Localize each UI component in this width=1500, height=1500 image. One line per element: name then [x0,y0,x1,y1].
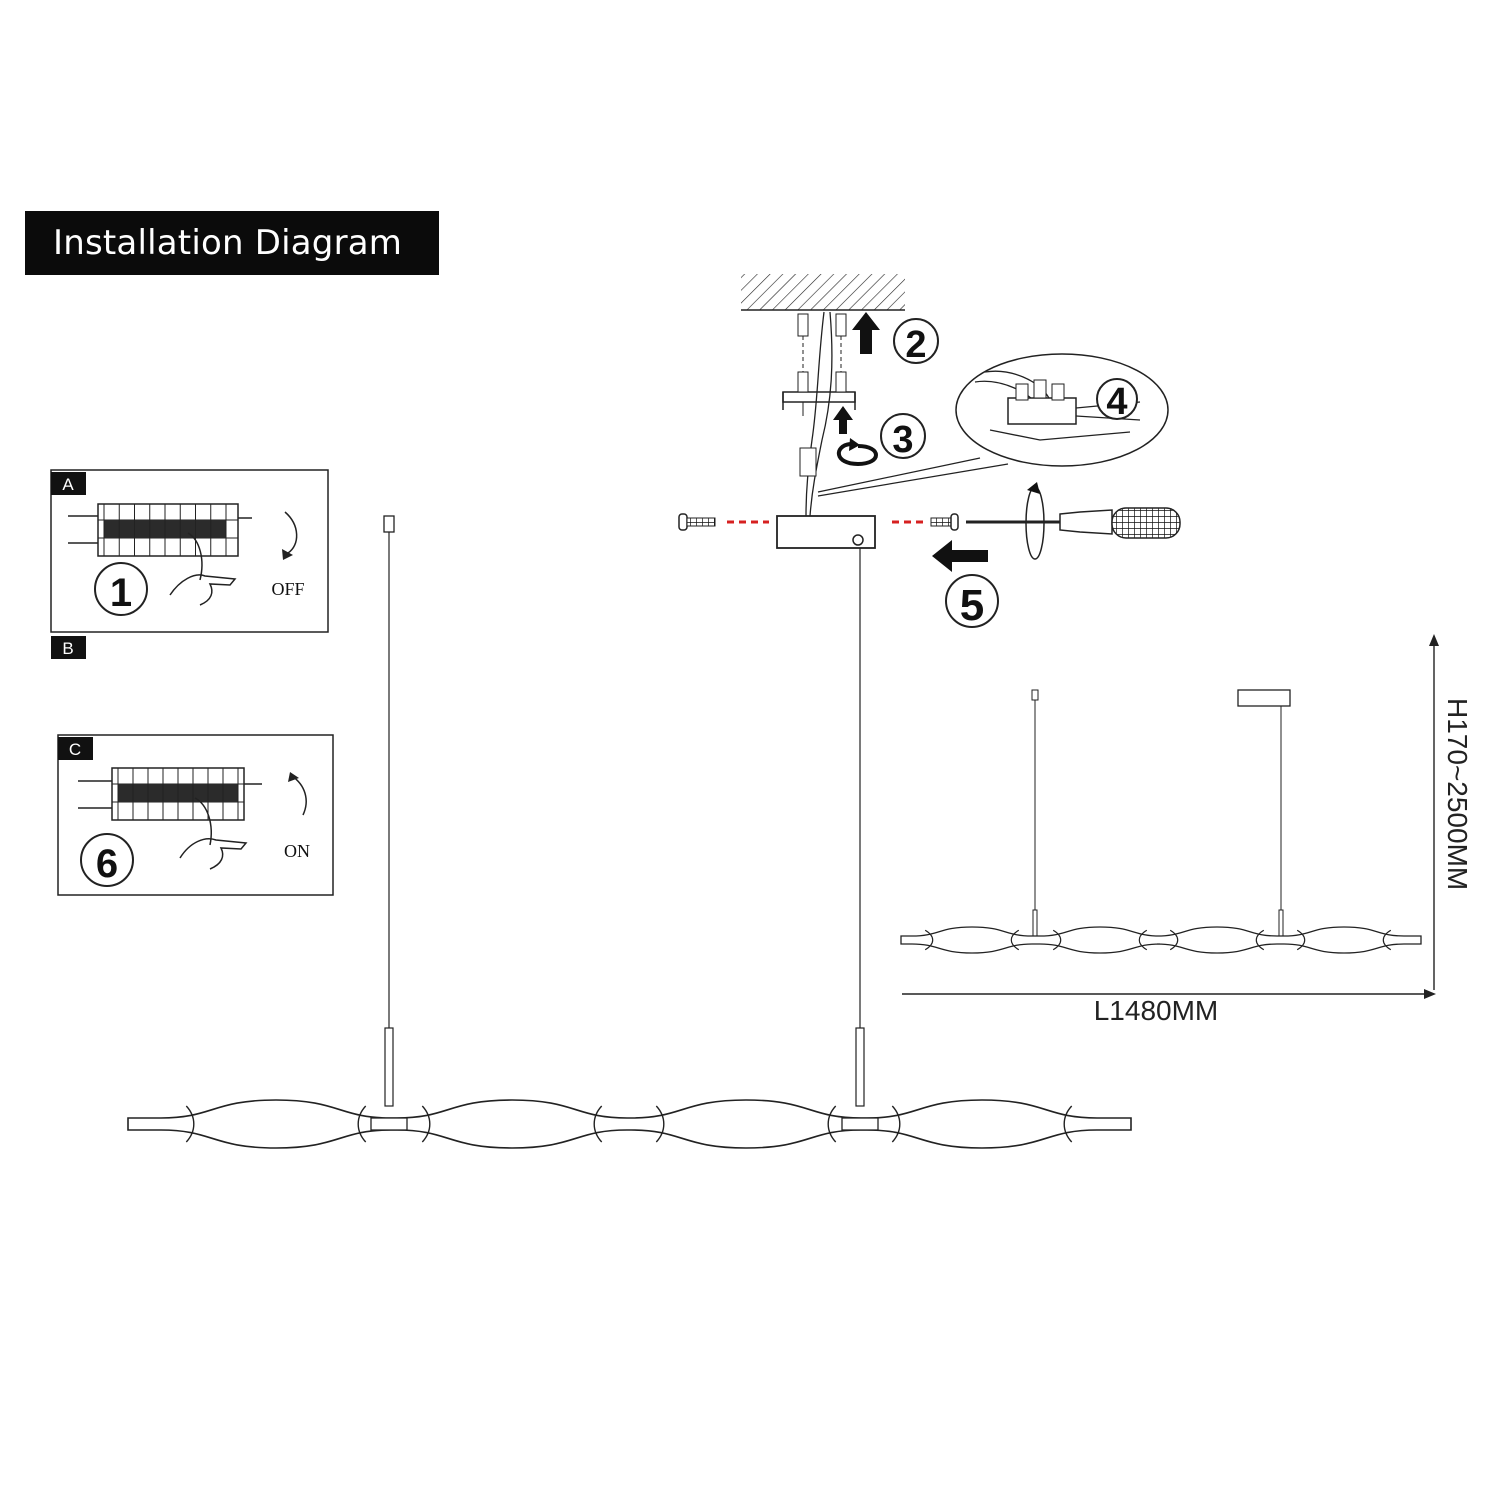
rotate-arrow-icon [837,442,878,467]
shade-seam [1063,1105,1073,1143]
step-5-number: 5 [960,581,984,630]
canopy-assembly: 5 [678,482,1181,630]
off-label: OFF [271,579,304,599]
screwdriver-icon [966,482,1181,560]
shade-seam [1138,929,1148,951]
on-label: ON [284,841,310,861]
shade-seam [924,929,934,951]
shade-seam [1052,929,1062,951]
terminal-callout: 4 [817,353,1169,497]
step-2-number: 2 [905,324,926,366]
breaker-row-icon [68,503,252,557]
panel-b-tag: B [51,636,86,659]
cable-gripper-icon [383,515,395,533]
shade-seam [1382,929,1392,951]
shade-seam [827,1105,837,1143]
shade-seam [1296,929,1306,951]
shade-seam [421,1105,431,1143]
left-arrow-icon [932,540,988,572]
connector-icon [799,447,817,477]
large-fixture [127,515,1132,1149]
hand-icon [169,574,237,606]
panel-a-letter: A [62,475,74,494]
height-label: H170~2500MM [1442,698,1473,890]
shade-seam [1255,929,1265,951]
mounting-bracket-icon [782,371,856,416]
rotate-down-arrow-icon [284,511,298,554]
terminal-block-icon [1007,379,1141,425]
panel-b-letter: B [62,639,73,658]
step-3-number: 3 [892,419,913,461]
step-4-number: 4 [1106,381,1127,423]
panel-c-letter: C [69,740,81,759]
shade-seam [357,1105,367,1143]
panel-c-breaker-on: C 6 ON [57,734,334,896]
small-fixture [900,689,1422,954]
ceiling-hatch [741,274,905,310]
panel-a-breaker-off: A 1 OFF [50,469,329,633]
right-screw-icon [930,513,959,531]
height-dimension: H170~2500MM [1429,634,1473,990]
title-banner: Installation Diagram [25,211,439,275]
ceiling-assembly: 2 3 [741,274,939,517]
hand-icon [179,838,248,870]
page-title: Installation Diagram [53,223,403,263]
shade-seam [1010,929,1020,951]
shade-seam [655,1105,665,1143]
length-dimension: L1480MM [902,989,1436,1026]
step-1-number: 1 [110,571,132,615]
small-up-arrow-icon [833,406,853,434]
left-screw-icon [678,513,716,531]
breaker-row-icon [78,767,262,821]
shade-seam [185,1105,195,1143]
shade-seam [1169,929,1179,951]
length-label: L1480MM [1094,995,1219,1026]
light-bar [127,1099,1132,1149]
step-6-number: 6 [96,842,118,886]
wall-anchor-icon [797,313,847,372]
shade-seam [593,1105,603,1143]
shade-seam [891,1105,901,1143]
up-arrow-icon [852,312,880,354]
